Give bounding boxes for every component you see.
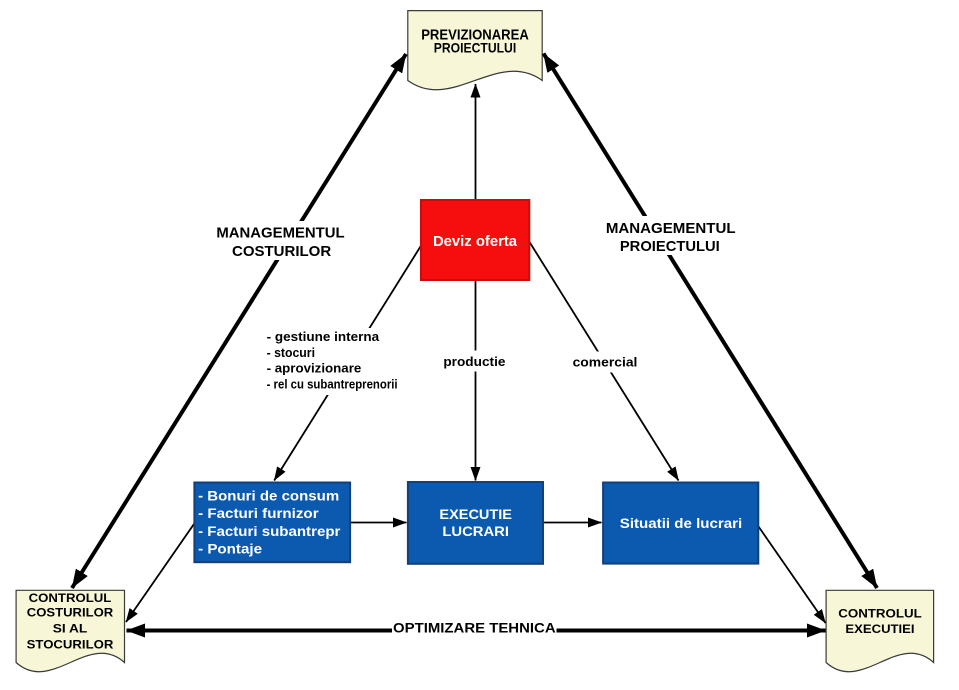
svg-text:productie: productie [443, 354, 505, 369]
svg-text:EXECUTIEI: EXECUTIEI [845, 622, 914, 636]
svg-text:- Facturi subantrepr: - Facturi subantrepr [198, 524, 341, 539]
svg-text:COSTURILOR: COSTURILOR [27, 606, 114, 620]
svg-text:PREVIZIONAREA: PREVIZIONAREA [421, 26, 529, 43]
svg-text:PROIECTULUI: PROIECTULUI [434, 40, 516, 56]
svg-text:- Bonuri de consum: - Bonuri de consum [198, 488, 339, 503]
svg-text:MANAGEMENTUL: MANAGEMENTUL [606, 220, 736, 237]
svg-text:OPTIMIZARE TEHNICA: OPTIMIZARE TEHNICA [393, 620, 556, 635]
svg-text:CONTROLUL: CONTROLUL [29, 591, 112, 605]
svg-text:- aprovizionare: - aprovizionare [267, 361, 362, 376]
svg-text:Deviz oferta: Deviz oferta [433, 233, 518, 250]
svg-text:- rel cu subantreprenorii: - rel cu subantreprenorii [267, 377, 398, 392]
svg-text:MANAGEMENTUL: MANAGEMENTUL [216, 225, 344, 242]
svg-text:- Pontaje: - Pontaje [198, 542, 262, 557]
svg-text:- gestiune interna: - gestiune interna [267, 329, 380, 344]
svg-text:CONTROLUL: CONTROLUL [838, 606, 922, 620]
svg-text:STOCURILOR: STOCURILOR [27, 638, 114, 652]
svg-text:- Facturi furnizor: - Facturi furnizor [198, 506, 319, 521]
svg-text:SI AL: SI AL [53, 621, 88, 635]
svg-text:- stocuri: - stocuri [267, 345, 315, 360]
svg-text:LUCRARI: LUCRARI [442, 523, 509, 539]
svg-text:COSTURILOR: COSTURILOR [232, 243, 331, 260]
svg-text:Situatii de lucrari: Situatii de lucrari [620, 515, 743, 531]
svg-text:comercial: comercial [573, 355, 638, 370]
svg-text:PROIECTULUI: PROIECTULUI [620, 238, 720, 255]
svg-text:EXECUTIE: EXECUTIE [439, 506, 512, 522]
